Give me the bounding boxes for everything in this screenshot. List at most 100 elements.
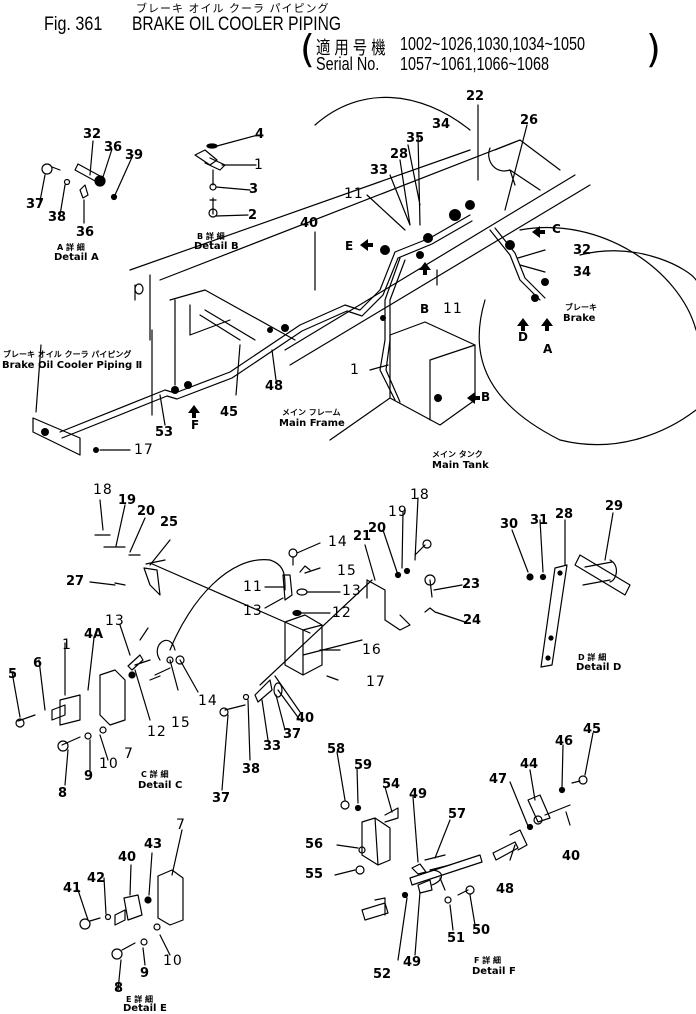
tire-rear-outline [314, 96, 471, 131]
serial-close-paren: ) [646, 27, 661, 71]
callout-34b: 34 [573, 265, 592, 280]
detail-c-callout-19: 19 [118, 493, 137, 508]
detail-e-callout-9: 9 [140, 966, 150, 981]
detail-e-block-7 [157, 869, 184, 926]
detail-c-callout-20: 20 [137, 504, 156, 519]
detail-c-callout-37b: 37 [283, 727, 302, 742]
brake-kana: ブレーキ [565, 303, 597, 312]
detail-c-callout-37a: 37 [212, 791, 231, 806]
detail-c-long-diagonal [149, 562, 311, 634]
view-label-b1: B [420, 302, 430, 316]
main-frame-kana: メイン フレーム [282, 408, 341, 417]
detail-d-plate-28 [540, 564, 568, 668]
view-label-d: D [518, 330, 528, 344]
detail-c-callout-14b: 14 [198, 693, 218, 709]
detail-c-callout-5: 5 [8, 667, 18, 682]
detail-e-caption: Detail E [123, 1003, 167, 1014]
detail-b-caption: Detail B [194, 241, 239, 252]
view-arrow-d [517, 318, 529, 331]
main-tank-label: Main Tank [432, 460, 489, 471]
detail-c-callout-20b: 20 [368, 521, 387, 536]
detail-c-bolt-23 [429, 579, 433, 598]
detail-e-callout-8: 8 [114, 981, 124, 996]
detail-c-bracket-21 [366, 579, 411, 631]
detail-e-callout-10: 10 [163, 953, 183, 969]
callout-45: 45 [220, 405, 239, 420]
detail-e-callout-43: 43 [144, 837, 163, 852]
detail-c-callout-1: 1 [62, 637, 72, 653]
detail-f-callout-50: 50 [472, 923, 491, 938]
detail-c-bolt-14a [288, 548, 298, 558]
detail-f-callout-56: 56 [305, 837, 324, 852]
tire-right-lower [478, 299, 561, 441]
callout-53: 53 [155, 425, 174, 440]
view-label-f: F [191, 418, 200, 432]
detail-f-callout-47: 47 [489, 772, 508, 787]
view-arrow-e [360, 239, 373, 251]
detail-c-callout-15a: 15 [337, 563, 357, 579]
callout-48: 48 [265, 379, 284, 394]
detail-f-callout-55: 55 [305, 867, 324, 882]
tire-right-bottom [559, 409, 696, 446]
callout-28: 28 [390, 147, 409, 162]
detail-e-bolt-41 [79, 918, 91, 930]
detail-f-callout-49b: 49 [403, 955, 422, 970]
brake-label: Brake [563, 313, 596, 324]
callout-1: 1 [350, 362, 360, 378]
detail-c-callout-18: 18 [93, 482, 113, 498]
serial-en-values: 1057~1061,1066~1068 [400, 54, 549, 74]
brake-pipes [489, 227, 546, 301]
main-frame-beam-2 [284, 174, 576, 351]
detail-f-callout-58: 58 [327, 742, 346, 757]
detail-c-clamp-11 [264, 574, 293, 609]
detail-f-callout-40: 40 [562, 849, 581, 864]
detail-e-callout-7: 7 [176, 817, 186, 833]
view-label-a: A [543, 342, 553, 356]
cooler-pipe-branch [379, 257, 401, 401]
frame-box [134, 274, 296, 386]
detail-c-callout-16: 16 [362, 642, 382, 658]
detail-d-callout-30: 30 [500, 517, 519, 532]
piping2-kana: ブレーキ オイル クーラ パイピング [3, 350, 132, 359]
detail-c-loop [169, 559, 286, 651]
callout-17: 17 [134, 442, 154, 458]
detail-e-callout-40: 40 [118, 850, 137, 865]
detail-c-callout-19b: 19 [388, 504, 408, 520]
detail-c-flange-1 [51, 694, 81, 726]
cooler-pipe-main-2 [61, 220, 473, 439]
view-arrow-a [541, 318, 553, 331]
view-label-b2: B [481, 390, 491, 404]
detail-c-callout-13b: 13 [342, 583, 362, 599]
callout-34: 34 [432, 117, 451, 132]
detail-a-bolt [51, 166, 61, 171]
figure-title: BRAKE OIL COOLER PIPING [132, 14, 341, 35]
detail-c-callout-13a: 13 [243, 603, 263, 619]
detail-a-callout-37: 37 [26, 197, 45, 212]
detail-f-callout-57: 57 [448, 807, 467, 822]
detail-c-callout-12: 12 [332, 605, 352, 621]
detail-c-caption: Detail C [138, 780, 183, 791]
detail-d-callout-29: 29 [605, 499, 624, 514]
main-tank [389, 321, 476, 426]
leader-lines-main [35, 104, 546, 451]
view-arrow-f [188, 405, 200, 418]
detail-f-callout-44: 44 [520, 757, 539, 772]
detail-b-callout-1: 1 [254, 157, 264, 173]
serial-jp-label: 適 用 号 機 [316, 38, 386, 58]
detail-f-callout-45: 45 [583, 722, 602, 737]
detail-b-callout-4: 4 [255, 127, 265, 142]
callout-32: 32 [573, 243, 592, 258]
detail-c-callout-18b: 18 [410, 487, 430, 503]
detail-c-callout-21: 21 [353, 529, 372, 544]
detail-c-callout-23: 23 [462, 577, 481, 592]
detail-d-u-bolt [582, 559, 617, 586]
detail-f-callout-52: 52 [373, 967, 392, 982]
detail-f-callout-49a: 49 [409, 787, 428, 802]
title-kana: ブレーキ オイル クーラ パイピング [136, 2, 330, 15]
detail-f-pipe-48-left [361, 897, 389, 921]
detail-c-callout-10: 10 [99, 756, 119, 772]
detail-b-kana: B 詳 細 [197, 232, 225, 241]
detail-e-flange-40 [114, 894, 143, 926]
detail-c-callout-33: 33 [263, 739, 282, 754]
detail-c-loop-2 [156, 639, 176, 661]
